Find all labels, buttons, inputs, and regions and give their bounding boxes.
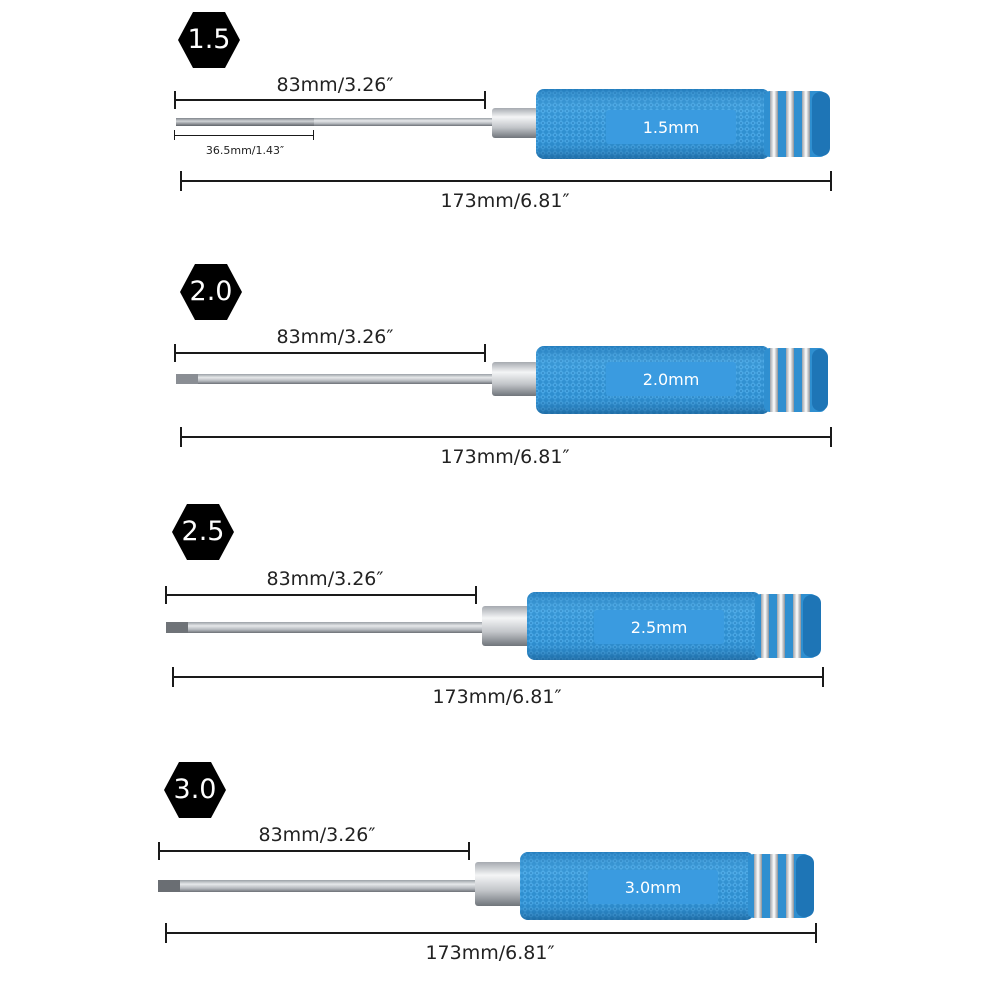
hexagon-icon (178, 12, 240, 68)
size-badge: 1.5 (178, 12, 240, 68)
handle-size-label: 3.0mm (625, 878, 682, 897)
handle-size-label: 1.5mm (643, 118, 700, 137)
badge-label: 1.5 (187, 24, 231, 55)
badge-label: 2.5 (181, 516, 225, 547)
tool-2-0: 2.0 83mm/3.26″ 2.0mm 173mm/6.81″ (0, 250, 1000, 500)
size-badge: 2.0 (180, 264, 242, 320)
shaft-dimension-label: 83mm/3.26″ (258, 824, 376, 846)
hexagon-icon (180, 264, 242, 320)
shaft-dimension-label: 83mm/3.26″ (276, 326, 394, 348)
total-dimension-label: 173mm/6.81″ (425, 942, 555, 964)
shaft-dimension-label: 83mm/3.26″ (276, 74, 394, 96)
tool-1-5: 1.5 83mm/3.26″ 36.5mm/1.43″ 1.5mm (0, 0, 1000, 250)
size-badge: 3.0 (164, 762, 226, 818)
shaft-dimension-line (174, 352, 486, 354)
badge-label: 3.0 (173, 774, 217, 805)
total-dimension-line (165, 932, 817, 934)
shaft-dimension-label: 83mm/3.26″ (266, 568, 384, 590)
tool-3-0: 3.0 83mm/3.26″ 3.0mm 173mm/6.81″ (0, 750, 1000, 1000)
total-dimension-label: 173mm/6.81″ (440, 190, 570, 212)
screwdriver-image: 1.5mm (176, 89, 830, 159)
handle-size-label: 2.5mm (631, 618, 688, 637)
screwdriver-image: 2.5mm (166, 592, 821, 660)
badge-label: 2.0 (189, 276, 233, 307)
total-dimension-label: 173mm/6.81″ (432, 686, 562, 708)
hexagon-icon (164, 762, 226, 818)
tool-2-5: 2.5 83mm/3.26″ 2.5mm 173mm/6.81″ (0, 500, 1000, 750)
tip-dimension-label: 36.5mm/1.43″ (205, 144, 285, 157)
size-badge: 2.5 (172, 504, 234, 560)
shaft-dimension-line (174, 99, 486, 101)
shaft-dimension-line (158, 850, 470, 852)
handle-size-label: 2.0mm (643, 370, 700, 389)
screwdriver-image: 2.0mm (176, 346, 828, 414)
shaft-dimension-line (165, 594, 477, 596)
total-dimension-line (180, 180, 832, 182)
total-dimension-line (172, 676, 824, 678)
hexagon-icon (172, 504, 234, 560)
total-dimension-label: 173mm/6.81″ (440, 446, 570, 468)
tip-dimension-line (174, 135, 314, 136)
screwdriver-image: 3.0mm (158, 852, 814, 920)
total-dimension-line (180, 436, 832, 438)
